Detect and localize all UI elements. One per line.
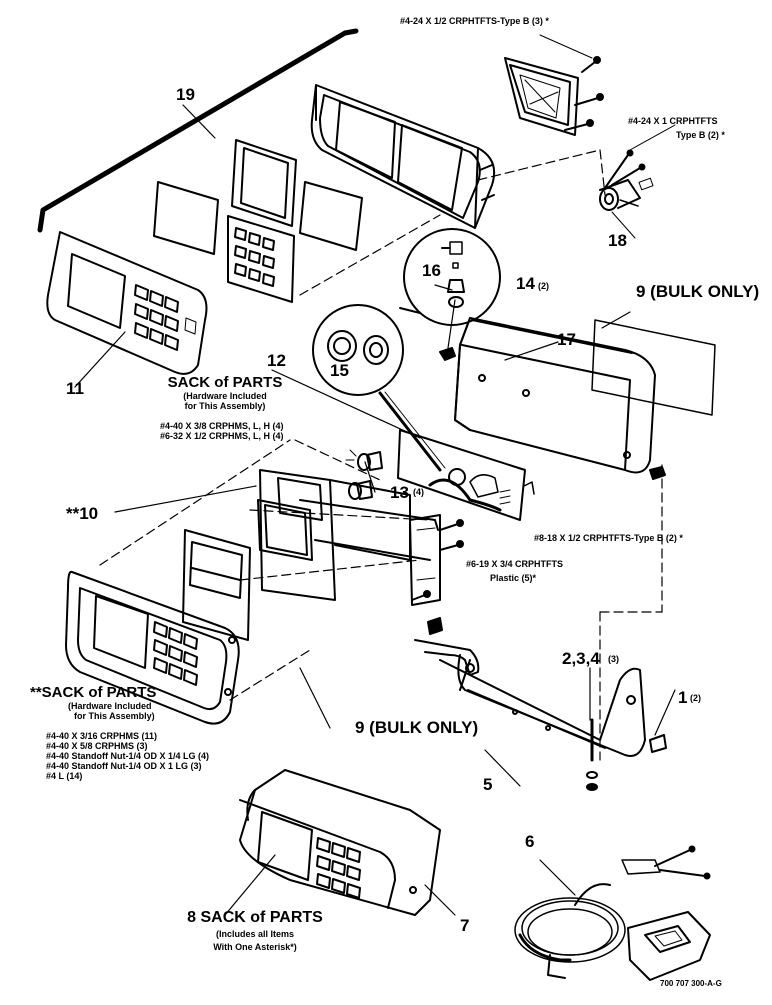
callout-9-top: 9 (BULK ONLY)	[636, 282, 760, 301]
item-5-mounting-bracket	[414, 617, 667, 791]
sack-1-item: #4-40 X 3/8 CRPHMS, L, H (4)	[160, 421, 284, 431]
callout-leaders	[74, 104, 676, 916]
sack-1-title: SACK of PARTS	[167, 374, 283, 391]
callout-2-3-4: 2,3,4	[562, 649, 600, 668]
note-switch-screws-1: #4-24 X 1 CRPHTFTS	[628, 116, 718, 126]
callout-12: 12	[267, 351, 286, 370]
item-19-display-windows	[153, 139, 363, 255]
note-bracket-screws: #8-18 X 1/2 CRPHTFTS-Type B (2) *	[534, 533, 683, 543]
item-9-label-strip	[591, 319, 716, 416]
note-top-screws: #4-24 X 1/2 CRPHTFTS-Type B (3) *	[400, 16, 549, 26]
item-15-detail-circle	[312, 304, 446, 472]
callout-1: 1	[678, 688, 688, 707]
item-10-chassis	[257, 469, 502, 606]
sack-3-title: 8 SACK of PARTS	[187, 909, 323, 926]
callout-5: 5	[483, 775, 493, 794]
sack-1-sub1: (Hardware Included	[183, 391, 267, 401]
callout-2-3-4-qty: (3)	[608, 654, 619, 664]
sack-of-parts-2: **SACK of PARTS (Hardware Included for T…	[30, 684, 220, 721]
item-13-lamps	[345, 449, 383, 500]
back-cover-plate	[504, 34, 604, 136]
item-8-assembled-unit	[239, 769, 441, 916]
keypad-overlay	[227, 215, 295, 303]
sack-2-items: #4-40 X 3/16 CRPHMS (11) #4-40 X 5/8 CRP…	[46, 731, 209, 781]
sack-of-parts-1: SACK of PARTS (Hardware Included for Thi…	[140, 374, 310, 411]
sack-2-item: #4-40 X 3/16 CRPHMS (11)	[46, 731, 158, 741]
callout-7: 7	[460, 916, 470, 935]
item-12-circuit-board	[397, 429, 535, 521]
sack-3-sub1: (Includes all Items	[215, 929, 295, 939]
sack-of-parts-3: 8 SACK of PARTS (Includes all Items With…	[150, 909, 360, 952]
callout-10: **10	[66, 504, 99, 523]
callout-17: 17	[557, 330, 576, 349]
sack-2-item: #4-40 Standoff Nut-1/4 OD X 1 LG (3)	[46, 761, 202, 771]
callout-15: 15	[330, 361, 349, 380]
item-11-front-overlay	[46, 231, 208, 375]
sack-2-item: #4 L (14)	[46, 771, 83, 781]
callout-14: 14	[516, 274, 535, 293]
sack-1-items: #4-40 X 3/8 CRPHMS, L, H (4) #6-32 X 1/2…	[160, 421, 284, 441]
display-module	[182, 529, 251, 641]
callout-6: 6	[525, 832, 535, 851]
sack-1-item: #6-32 X 1/2 CRPHMS, L, H (4)	[160, 431, 284, 441]
sack-2-item: #4-40 Standoff Nut-1/4 OD X 1/4 LG (4)	[46, 751, 210, 761]
item-6-remote-switch	[514, 845, 711, 981]
sack-2-sub2: for This Assembly)	[74, 711, 155, 721]
sack-1-sub2: for This Assembly)	[184, 401, 266, 411]
top-display-frame	[310, 84, 496, 229]
note-plastic-screws-2: Plastic (5)*	[490, 573, 537, 583]
callout-1-qty: (2)	[690, 693, 701, 703]
sack-2-sub1: (Hardware Included	[68, 701, 152, 711]
callout-18: 18	[608, 231, 627, 250]
note-plastic-screws-1: #6-19 X 3/4 CRPHTFTS	[466, 559, 564, 569]
item-16-detail-circle	[399, 228, 501, 326]
figure-code: 700 707 300-A-G	[660, 979, 722, 988]
callout-13: 13	[390, 483, 409, 502]
note-switch-screws-2: Type B (2) *	[676, 130, 725, 140]
item-17-housing	[439, 317, 666, 480]
sack-2-title: **SACK of PARTS	[30, 684, 157, 701]
callout-9-mid: 9 (BULK ONLY)	[355, 718, 479, 737]
callout-14-qty: (2)	[538, 281, 549, 291]
sack-2-item: #4-40 X 5/8 CRPHMS (3)	[46, 741, 148, 751]
callout-13-qty: (4)	[413, 487, 424, 497]
sack-3-sub2: With One Asterisk*)	[213, 942, 297, 952]
callout-16: 16	[422, 261, 441, 280]
callout-11: 11	[66, 379, 84, 398]
front-bezel-assembly	[65, 570, 240, 725]
callout-19: 19	[176, 85, 195, 104]
item-19-bracket-line	[37, 28, 359, 233]
item-18-switch	[599, 124, 676, 239]
